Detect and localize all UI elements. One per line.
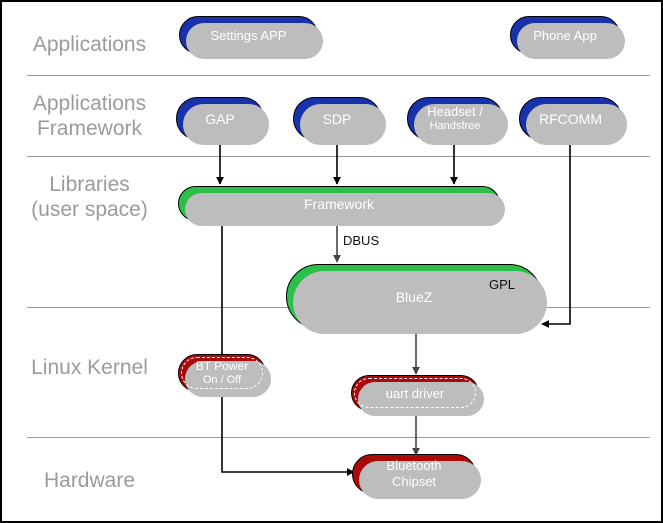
node-sublabel: Chipset: [391, 474, 437, 489]
node-bluez[interactable]: GPL BlueZ: [286, 264, 547, 334]
node-sdp[interactable]: SDP: [293, 97, 386, 145]
node-label: RFCOMM: [539, 110, 602, 127]
node-label: BlueZ: [395, 288, 433, 305]
divider-applications: [27, 75, 650, 76]
divider-applications-framework: [27, 156, 650, 157]
node-phone-app[interactable]: Phone App: [510, 16, 625, 59]
node-sublabel: On / Off: [202, 374, 242, 386]
node-label: uart driver: [385, 385, 445, 401]
node-label: GAP: [205, 110, 235, 127]
layer-label-applications: Applications: [32, 33, 147, 56]
node-settings-app[interactable]: Settings APP: [179, 16, 323, 59]
divider-linux-kernel: [27, 437, 650, 438]
node-label: Phone App: [533, 27, 597, 43]
layer-label-hardware: Hardware: [43, 469, 136, 492]
node-uart-driver[interactable]: uart driver: [351, 375, 484, 416]
node-rfcomm[interactable]: RFCOMM: [519, 97, 627, 145]
node-bluetooth-chipset[interactable]: Bluetooth Chipset: [352, 454, 481, 499]
node-label: BT Power: [195, 359, 249, 373]
node-gap[interactable]: GAP: [176, 97, 269, 145]
edge-label-dbus: DBUS: [343, 233, 380, 248]
node-framework[interactable]: Framework: [178, 186, 505, 226]
node-headset-handsfree[interactable]: Headset / Handsfree: [407, 97, 508, 145]
node-label: Framework: [303, 195, 374, 212]
layer-label-libraries: Libraries (user space): [31, 173, 148, 221]
node-label: Settings APP: [210, 27, 287, 43]
node-bt-power[interactable]: BT Power On / Off: [178, 354, 271, 397]
node-label: Headset /: [427, 103, 483, 119]
node-label: Bluetooth: [386, 458, 442, 473]
node-sublabel: Handsfree: [429, 119, 481, 132]
layer-label-applications-framework: Applications Framework: [32, 92, 147, 140]
layer-label-linux-kernel: Linux Kernel: [31, 356, 148, 379]
node-label: SDP: [322, 110, 352, 127]
node-license-tag: GPL: [488, 277, 515, 292]
